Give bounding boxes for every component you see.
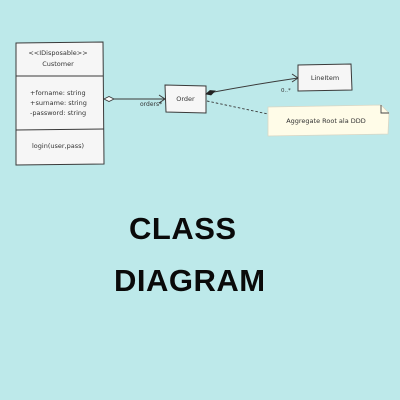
order-class[interactable]: Order [164, 84, 207, 114]
customer-class-name: Customer [42, 60, 74, 68]
customer-attribute: +surname: string [30, 99, 87, 107]
customer-class-box [15, 41, 105, 166]
note-body [267, 104, 390, 137]
arrowhead-icon [158, 94, 166, 104]
lineitem-class-box [297, 63, 353, 92]
note-folded-corner-icon [380, 105, 389, 114]
title-class: CLASS [129, 211, 237, 246]
title-diagram: DIAGRAM [114, 263, 266, 298]
customer-divider-attributes [15, 128, 105, 131]
note-connector-line [206, 100, 269, 115]
note-text: Aggregate Root ala DDD [286, 117, 366, 125]
lineitem-multiplicity: 0..* [281, 88, 291, 94]
aggregate-root-note[interactable]: Aggregate Root ala DDD [267, 104, 390, 137]
lineitem-class[interactable]: LineItem [297, 63, 353, 92]
customer-attribute: +forname: string [30, 89, 86, 97]
lineitem-class-name: LineItem [311, 74, 339, 82]
composition-diamond-icon [205, 90, 216, 96]
customer-method: login(user,pass) [32, 142, 84, 150]
customer-class[interactable]: <<IDisposable>> Customer +forname: strin… [15, 41, 105, 166]
customer-attribute: -password: string [30, 109, 86, 117]
order-lineitem-line [213, 77, 299, 93]
customer-order-association[interactable]: orders* [102, 94, 166, 108]
customer-stereotype: <<IDisposable>> [28, 49, 87, 57]
order-class-box [164, 84, 207, 114]
aggregation-diamond-icon [102, 95, 116, 103]
order-class-name: Order [176, 95, 195, 103]
orders-role-label: orders* [140, 101, 162, 108]
